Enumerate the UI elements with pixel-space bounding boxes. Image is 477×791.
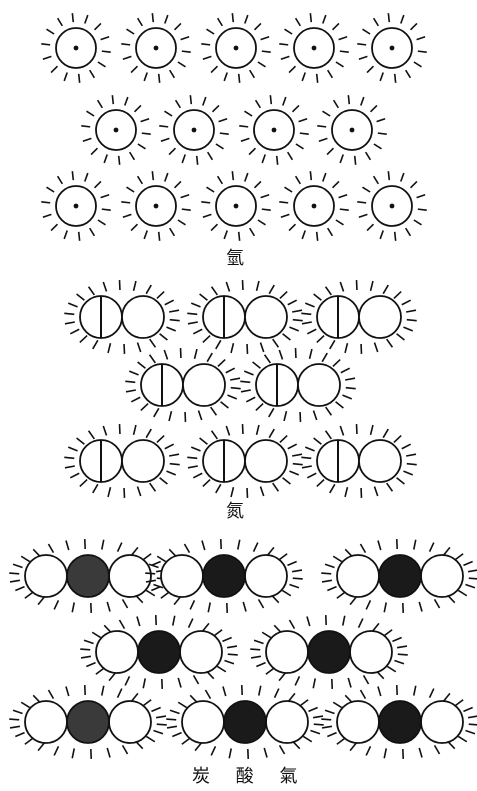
carbonic-acid-molecule bbox=[166, 685, 323, 759]
carbonic-acid-molecule bbox=[321, 539, 477, 613]
nitrogen-molecule bbox=[301, 424, 416, 498]
label-nitrogen: 氮 bbox=[226, 497, 246, 523]
hydrogen-atom bbox=[317, 95, 386, 165]
hydrogen-atom bbox=[279, 13, 348, 83]
hydrogen-atom bbox=[279, 171, 348, 241]
carbonic-acid-molecule bbox=[145, 539, 302, 613]
hydrogen-atom bbox=[201, 171, 270, 241]
hydrogen-atom bbox=[121, 171, 190, 241]
hydrogen-atom bbox=[41, 171, 110, 241]
carbonic-acid-molecule bbox=[80, 615, 237, 689]
carbonic-acid-molecule bbox=[250, 615, 407, 689]
hydrogen-atom bbox=[239, 95, 308, 165]
carbonic-acid-molecule bbox=[9, 539, 166, 613]
hydrogen-atom bbox=[357, 171, 426, 241]
nitrogen-molecule bbox=[64, 280, 179, 354]
hydrogen-atom bbox=[201, 13, 270, 83]
nitrogen-molecule bbox=[240, 348, 355, 422]
carbonic-acid-molecule bbox=[321, 685, 477, 759]
nitrogen-molecule bbox=[187, 280, 302, 354]
hydrogen-atom bbox=[121, 13, 190, 83]
nitrogen-molecule bbox=[301, 280, 416, 354]
nitrogen-molecule bbox=[64, 424, 179, 498]
label-hydrogen: 氫 bbox=[226, 244, 246, 270]
nitrogen-molecule bbox=[187, 424, 302, 498]
hydrogen-atom bbox=[81, 95, 150, 165]
label-carbonic-acid-gas: 炭 酸 氣 bbox=[192, 762, 307, 788]
carbonic-acid-molecule bbox=[9, 685, 166, 759]
hydrogen-atom bbox=[159, 95, 228, 165]
hydrogen-atom bbox=[357, 13, 426, 83]
nitrogen-molecule bbox=[125, 348, 240, 422]
hydrogen-atom bbox=[41, 13, 110, 83]
